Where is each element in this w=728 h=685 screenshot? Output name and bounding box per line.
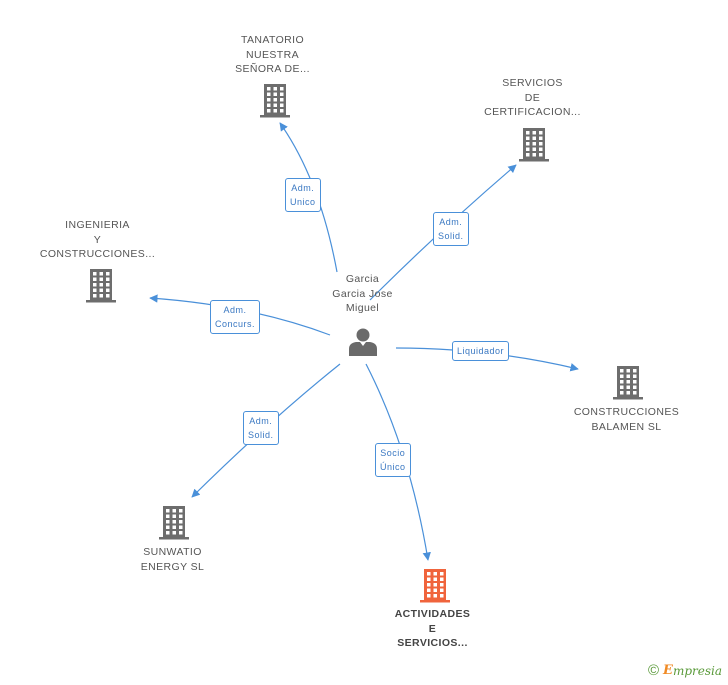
buildings (86, 84, 643, 603)
company-label-line: SEÑORA DE... (235, 63, 310, 75)
company-label-line: ACTIVIDADES (394, 608, 471, 620)
relation-label-line: Socio (380, 448, 406, 458)
company-label-line: BALAMEN SL (591, 420, 662, 433)
relation-label-servicios: Adm. Solid. (433, 212, 469, 246)
footer-brand[interactable]: © E mpresia (648, 662, 722, 679)
company-label-servicios[interactable]: SERVICIOS DE CERTIFICACION... (470, 76, 595, 120)
relation-label-balamen: Liquidador (452, 341, 510, 361)
building-icon[interactable] (260, 84, 290, 118)
company-label-line: SERVICIOS (502, 77, 563, 89)
building-icon[interactable] (86, 269, 116, 303)
copyright-icon: © (647, 662, 660, 679)
person-name[interactable]: Garcia Garcia Jose Miguel (300, 272, 425, 316)
company-label-line: ENERGY SL (140, 560, 205, 573)
company-label-line: E (428, 622, 437, 635)
relation-label-line: Unico (290, 197, 316, 207)
relation-label-line: Adm. (291, 183, 315, 193)
company-label-line: CERTIFICACION... (484, 106, 581, 118)
relation-label-sunwatio: Adm. Solid. (243, 411, 279, 445)
relation-label-line: Adm. (439, 217, 463, 227)
person-icon[interactable] (349, 328, 377, 357)
company-label-actividades[interactable]: ACTIVIDADES E SERVICIOS... (370, 607, 495, 651)
relation-label-line: Solid. (438, 231, 464, 241)
company-label-tanatorio[interactable]: TANATORIO NUESTRA SEÑORA DE... (210, 33, 335, 77)
building-icon[interactable] (519, 128, 549, 162)
relation-label-line: Adm. (223, 305, 247, 315)
relation-label-line: Solid. (248, 430, 274, 440)
company-label-line: SUNWATIO (143, 546, 202, 558)
brand-logo-text: mpresia (672, 663, 722, 678)
company-label-line: INGENIERIA (65, 219, 130, 231)
brand-logo-e: E (663, 663, 673, 678)
relation-label-line: Adm. (249, 416, 273, 426)
company-label-line: SERVICIOS... (397, 637, 468, 649)
person-name-line-2: Garcia Jose (332, 287, 393, 300)
company-label-ingenieria[interactable]: INGENIERIA Y CONSTRUCCIONES... (35, 218, 160, 262)
building-icon[interactable] (420, 569, 450, 603)
relation-label-tanatorio: Adm. Unico (285, 178, 321, 212)
company-label-line: TANATORIO (240, 34, 305, 46)
company-label-sunwatio[interactable]: SUNWATIO ENERGY SL (110, 545, 235, 574)
company-label-balamen[interactable]: CONSTRUCCIONES BALAMEN SL (564, 405, 689, 434)
building-icon[interactable] (613, 366, 643, 400)
relation-label-line: Único (380, 462, 406, 472)
company-label-line: CONSTRUCCIONES... (39, 248, 156, 260)
company-label-line: Y (93, 233, 102, 246)
person-name-line-3: Miguel (345, 302, 380, 314)
building-icon[interactable] (159, 506, 189, 540)
relation-label-line: Liquidador (457, 346, 505, 356)
company-label-line: NUESTRA (246, 48, 299, 61)
company-label-line: DE (524, 91, 541, 104)
relation-label-line: Concurs. (215, 319, 256, 329)
relation-label-actividades: Socio Único (375, 443, 411, 477)
edges (149, 122, 579, 561)
person-name-line-1: Garcia (345, 273, 380, 285)
relation-label-ingenieria: Adm. Concurs. (210, 300, 261, 334)
company-label-line: CONSTRUCCIONES (573, 406, 680, 418)
